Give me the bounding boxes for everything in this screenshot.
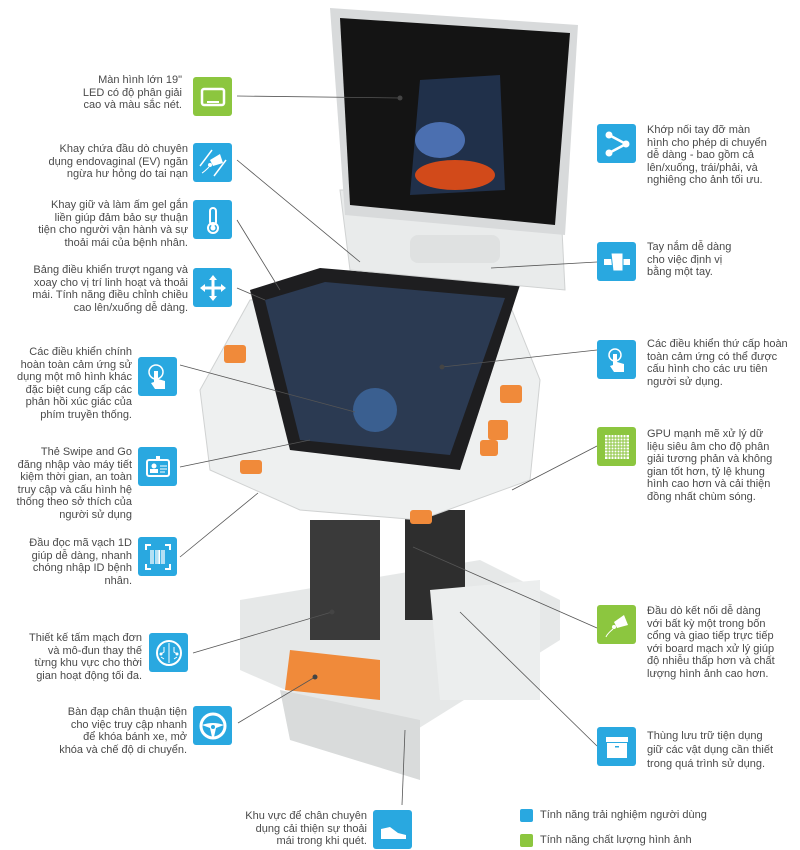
id-card-icon	[138, 447, 177, 486]
touch-icon	[138, 357, 177, 396]
probe-icon	[597, 605, 636, 644]
thermometer-icon	[193, 200, 232, 239]
gpu-grid-icon	[597, 427, 636, 466]
feature-text-monitor: Màn hình lớn 19" LED có độ phân giải cao…	[82, 74, 182, 112]
hand-grip-icon	[597, 242, 636, 281]
legend-label-user-experience: Tính năng trải nghiệm người dùng	[540, 809, 707, 821]
feature-text-probe-ports: Đầu dò kết nối dễ dàng với bất kỳ một tr…	[647, 605, 775, 680]
steering-wheel-icon	[193, 706, 232, 745]
foot-pedal	[285, 650, 380, 700]
feature-text-gel-warmer: Khay giữ và làm ấm gel gắn liền giúp đảm…	[38, 199, 188, 249]
monitor-icon	[193, 77, 232, 116]
legend-label-image-quality: Tính năng chất lượng hình ảnh	[540, 834, 692, 846]
feature-text-ev-tray: Khay chứa đầu dò chuyên dụng endovaginal…	[48, 143, 188, 181]
legend-swatch-image-quality	[520, 834, 533, 847]
feature-text-foot-pedal: Bàn đạp chân thuận tiện cho việc truy cậ…	[59, 706, 187, 756]
storage-bin-icon	[597, 727, 636, 766]
feature-text-touch-controls: Các điều khiển chính hoàn toàn cảm ứng s…	[17, 346, 132, 421]
probe-holder-icon	[193, 143, 232, 182]
feature-text-handle: Tay nắm dễ dàng cho việc định vị bằng mộ…	[647, 241, 732, 279]
barcode-icon	[138, 537, 177, 576]
move-arrows-icon	[193, 268, 232, 307]
feature-text-footrest: Khu vực để chân chuyên dụng cải thiện sự…	[245, 810, 367, 848]
feature-text-gpu: GPU mạnh mẽ xử lý dữ liệu siêu âm cho độ…	[647, 428, 773, 503]
legend-swatch-user-experience	[520, 809, 533, 822]
feature-text-console-swivel: Bảng điều khiển trượt ngang và xoay cho …	[32, 264, 188, 314]
feature-text-swipe-and-go: Thẻ Swipe and Go đăng nhập vào máy tiết …	[16, 446, 132, 521]
feature-text-monitor-arm: Khớp nối tay đỡ màn hình cho phép di chu…	[647, 124, 767, 187]
feature-text-storage-bin: Thùng lưu trữ tiện dụng giữ các vật dụng…	[647, 730, 773, 770]
feature-text-barcode-reader: Đầu đọc mã vạch 1D giúp dễ dàng, nhanh c…	[29, 537, 132, 587]
circuit-icon	[149, 633, 188, 672]
feature-text-circuit-design: Thiết kế tấm mạch đơn và mô-đun thay thế…	[29, 632, 142, 682]
touch-icon	[597, 340, 636, 379]
articulating-arm-icon	[597, 124, 636, 163]
shoe-icon	[373, 810, 412, 849]
feature-text-secondary-touch: Các điều khiển thứ cấp hoàn toàn cảm ứng…	[647, 338, 788, 388]
